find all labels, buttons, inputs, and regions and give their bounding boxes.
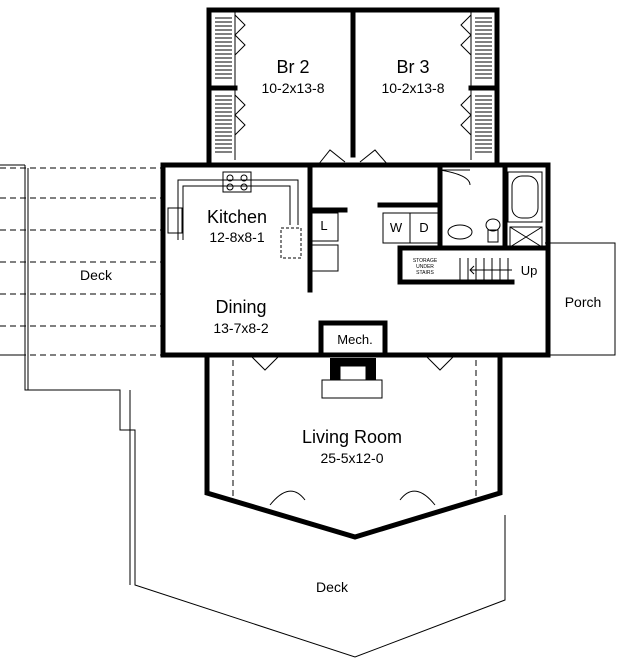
stairs-up-label: Up <box>521 263 538 278</box>
stairs <box>459 258 512 280</box>
br3-name: Br 3 <box>396 57 429 77</box>
laundry-label: L <box>320 218 327 233</box>
mech-name: Mech. <box>337 332 372 347</box>
kitchen-dims: 12-8x8-1 <box>209 229 264 245</box>
living-trim <box>232 354 477 506</box>
deck-outline <box>24 165 506 658</box>
living-dims: 25-5x12-0 <box>320 450 383 466</box>
deck-bottom-name: Deck <box>316 579 349 595</box>
dryer-label: D <box>419 220 428 235</box>
kitchen-name: Kitchen <box>207 207 267 227</box>
storage-label-1: STORAGE <box>413 258 438 264</box>
porch-name: Porch <box>565 294 602 310</box>
dining-dims: 13-7x8-2 <box>213 320 268 336</box>
bedroom-closets <box>206 10 500 160</box>
dining-name: Dining <box>215 297 266 317</box>
left-deck-boards <box>0 164 163 356</box>
br3-dims: 10-2x13-8 <box>381 80 444 96</box>
bathroom-fixtures <box>447 171 543 248</box>
storage-label-2: UNDER <box>416 264 434 270</box>
hall-doors <box>317 149 389 166</box>
storage-label-3: STAIRS <box>416 270 434 276</box>
living-name: Living Room <box>302 427 402 447</box>
br2-name: Br 2 <box>276 57 309 77</box>
washer-label: W <box>390 220 403 235</box>
interior-walls <box>307 162 551 293</box>
deck-left-name: Deck <box>80 267 113 283</box>
porch-outline <box>545 242 616 356</box>
mech-and-fireplace <box>318 320 388 399</box>
br2-dims: 10-2x13-8 <box>261 80 324 96</box>
